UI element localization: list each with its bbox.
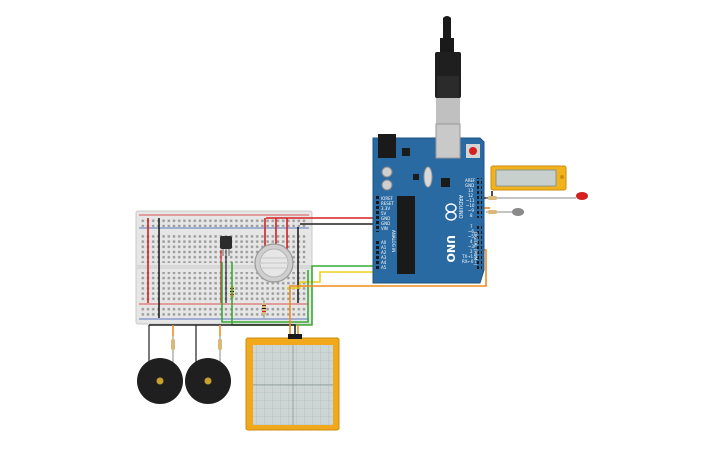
svg-text:RESET: RESET: [381, 201, 394, 206]
svg-text:~3: ~3: [468, 244, 474, 249]
piezo-buzzer[interactable]: [137, 325, 183, 404]
digital-pin-labels: AREF GND 13 12 ~11 ~10 ~9 8 7 ~6 ~5 4 ~3…: [461, 178, 476, 264]
gray-led[interactable]: [486, 208, 524, 216]
svg-text:12: 12: [468, 193, 474, 198]
svg-text:A1: A1: [381, 245, 387, 250]
analog-pin-labels: A0 A1 A2 A3 A4 A5: [381, 240, 387, 270]
svg-text:GND: GND: [381, 216, 390, 221]
keypad-touch-panel[interactable]: [245, 334, 340, 431]
model-label: UNO: [444, 235, 457, 263]
svg-text:GND: GND: [465, 183, 474, 188]
svg-text:4: 4: [470, 239, 473, 244]
svg-text:~5: ~5: [468, 234, 474, 239]
svg-text:RX←0: RX←0: [462, 259, 474, 264]
svg-text:~11: ~11: [466, 198, 475, 203]
svg-text:A4: A4: [381, 260, 387, 265]
svg-text:13: 13: [468, 188, 474, 193]
svg-text:IOREF: IOREF: [381, 196, 394, 201]
breadboard-jumpers: [147, 218, 299, 318]
svg-text:~6: ~6: [468, 229, 474, 234]
svg-text:5V: 5V: [381, 211, 387, 216]
gas-sensor[interactable]: [254, 243, 294, 283]
svg-text:8: 8: [470, 213, 473, 218]
lcd-module[interactable]: [490, 165, 567, 191]
power-jack: [378, 134, 396, 158]
svg-text:TX→1: TX→1: [461, 254, 474, 259]
svg-text:A0: A0: [381, 240, 387, 245]
svg-text:7: 7: [470, 224, 473, 229]
svg-text:~9: ~9: [468, 208, 474, 213]
resistor[interactable]: [262, 300, 266, 318]
power-pin-labels: IOREF RESET 3.3V 5V GND GND VIN: [381, 196, 394, 231]
svg-text:VIN: VIN: [381, 226, 388, 231]
arduino-logo: [445, 203, 457, 221]
digital-label: DIGITAL (PWM~): [473, 232, 478, 266]
svg-text:A3: A3: [381, 255, 387, 260]
svg-text:GND: GND: [381, 221, 390, 226]
analog-label: ANALOG IN: [391, 230, 396, 252]
svg-text:~10: ~10: [466, 203, 475, 208]
microcontroller-chip: [397, 196, 415, 274]
breadboard[interactable]: [135, 210, 313, 325]
piezo-buzzer[interactable]: [185, 325, 231, 404]
arduino-uno[interactable]: ARDUINO UNO DIGITAL (PWM~) ANALOG IN IOR…: [372, 123, 485, 284]
usb-port: [435, 123, 461, 159]
svg-text:AREF: AREF: [465, 178, 476, 183]
svg-text:A5: A5: [381, 265, 387, 270]
usb-cable: [435, 16, 461, 124]
brand-label: ARDUINO: [457, 195, 463, 219]
svg-text:3.3V: 3.3V: [381, 206, 390, 211]
temperature-sensor[interactable]: [220, 236, 232, 256]
svg-text:A2: A2: [381, 250, 387, 255]
svg-text:2: 2: [470, 249, 473, 254]
wires: [149, 191, 493, 336]
red-led[interactable]: [486, 192, 588, 200]
